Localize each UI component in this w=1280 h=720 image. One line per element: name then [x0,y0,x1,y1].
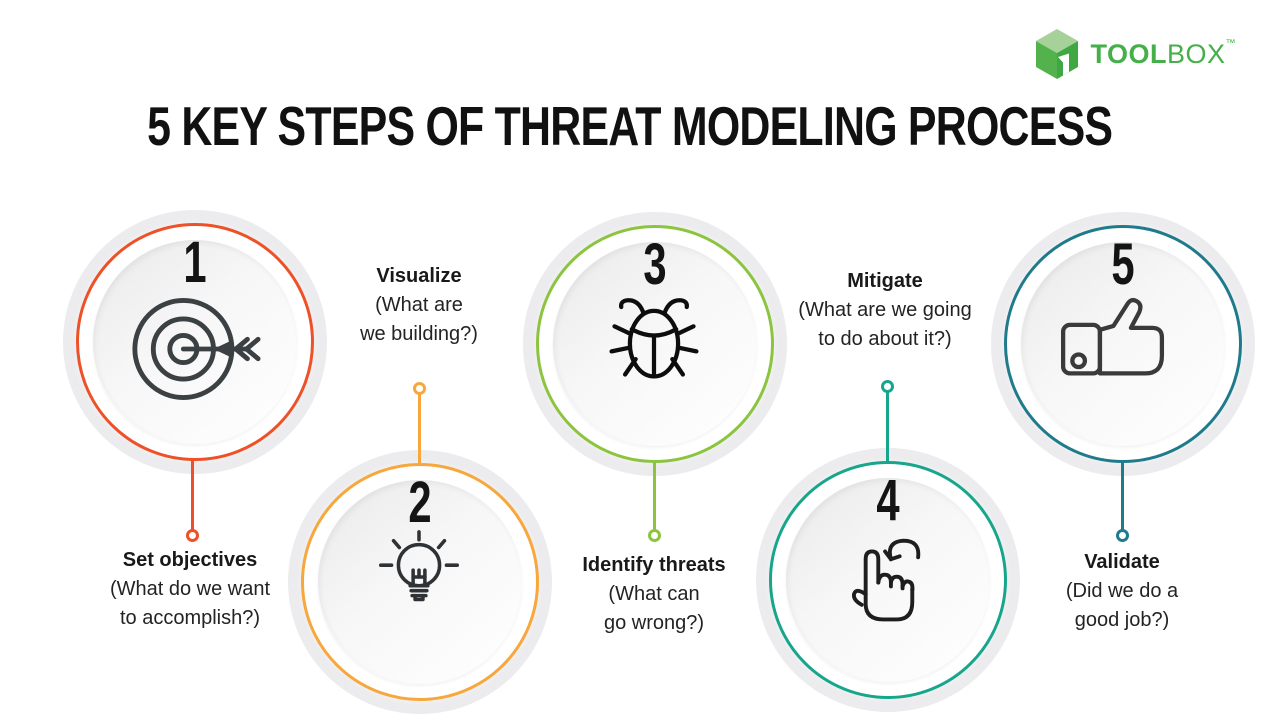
target-arrow-icon [132,298,261,400]
step-5-caption: Validate (Did we do a good job?) [1010,548,1234,635]
step-1-label: Set objectives [122,549,258,571]
step-5-label: Validate [1084,551,1160,573]
step-4-circle: 4 [756,448,1020,712]
step-4-subtext-line: (What are we going [798,299,972,321]
trademark-symbol: ™ [1225,37,1236,49]
step-3-connector-line [653,461,656,531]
tap-rotate-icon [851,538,921,622]
title-container: 5 KEY STEPS OF THREAT MODELING PROCESS [0,94,1260,158]
step-1-connector-dot [186,529,199,542]
step-3-circle: 3 [523,212,787,476]
logo-text-light: BOX [1166,38,1226,69]
toolbox-cube-icon [1036,29,1079,79]
step-2-subtext-line: we building?) [360,323,478,345]
step-1-connector-line [191,459,194,531]
toolbox-logo: TOOLBOX™ [1034,28,1236,80]
step-5-connector-line [1121,461,1124,531]
page-title: 5 KEY STEPS OF THREAT MODELING PROCESS [147,95,1113,157]
step-4-subtext-line: to do about it?) [818,328,952,350]
step-2-label: Visualize [376,265,462,287]
step-5-connector-dot [1116,529,1129,542]
step-4-disc [786,478,990,682]
logo-text-bold: TOOL [1090,38,1167,69]
step-3-caption: Identify threats (What can go wrong?) [532,551,776,638]
step-5-circle: 5 [991,212,1255,476]
step-1-number: 1 [183,230,207,295]
step-2-connector-line [418,393,421,465]
step-1-caption: Set objectives (What do we want to accom… [58,546,322,633]
step-3-number: 3 [643,232,667,297]
step-4-connector-line [886,391,889,463]
step-3-subtext-line: (What can [608,583,700,605]
step-1-subtext-line: to accomplish?) [119,607,261,629]
lightbulb-icon [379,530,459,602]
step-5-disc [1021,242,1225,446]
step-3-label: Identify threats [582,554,726,576]
step-2-number: 2 [408,470,432,535]
step-5-subtext-line: (Did we do a [1065,580,1179,602]
step-5-number: 5 [1111,232,1135,297]
step-5-subtext-line: good job?) [1074,609,1170,631]
step-4-caption: Mitigate (What are we going to do about … [753,267,1017,354]
step-4-number: 4 [876,468,900,533]
step-3-connector-dot [648,529,661,542]
step-2-circle: 2 [288,450,552,714]
step-1-subtext-line: (What do we want [109,578,271,600]
toolbox-wordmark: TOOLBOX™ [1090,37,1236,69]
step-2-connector-dot [413,382,426,395]
step-1-circle: 1 [63,210,327,474]
step-4-label: Mitigate [847,270,923,292]
step-2-subtext-line: (What are [375,294,463,316]
bug-icon [609,298,699,379]
step-2-caption: Visualize (What are we building?) [307,262,531,349]
thumbs-up-icon [1060,297,1165,376]
step-2-disc [318,480,522,684]
step-4-connector-dot [881,380,894,393]
step-3-subtext-line: go wrong?) [603,612,705,634]
